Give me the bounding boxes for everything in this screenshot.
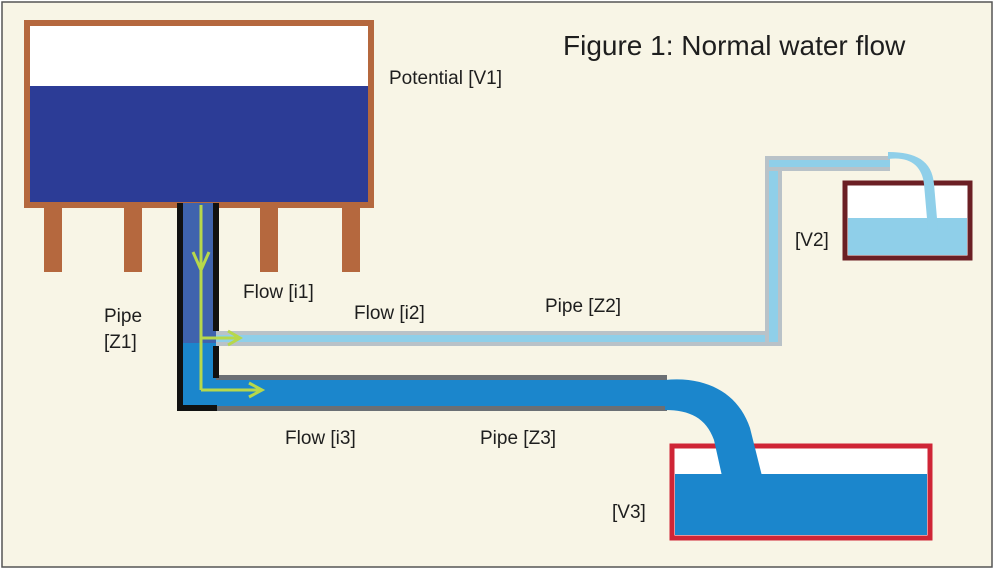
label-flow-i3: Flow [i3] — [285, 428, 356, 449]
pipe-z1-right-wall-lower — [213, 346, 219, 378]
figure-title: Figure 1: Normal water flow — [563, 30, 906, 61]
pipe-z2-riser-water — [769, 160, 778, 342]
label-pipe-z2: Pipe [Z2] — [545, 296, 621, 317]
label-potential-v1: Potential [V1] — [389, 68, 502, 89]
label-flow-i1: Flow [i1] — [243, 282, 314, 303]
flow-arrow-i2 — [201, 329, 243, 347]
label-pipe-z1-line1: Pipe — [104, 306, 142, 327]
tank-leg — [260, 205, 278, 272]
label-v2: [V2] — [795, 230, 829, 251]
label-pipe-z1-line2: [Z1] — [104, 332, 137, 353]
label-flow-i2: Flow [i2] — [354, 303, 425, 324]
pipe-z2-water — [212, 335, 772, 342]
tank-leg — [44, 205, 62, 272]
tank-v2-water — [848, 218, 967, 255]
main-tank-water — [30, 86, 368, 202]
pipe-z2-outflow — [888, 152, 938, 230]
pipe-z3-bottom-wall — [215, 406, 667, 411]
main-tank-air — [30, 26, 368, 86]
pipe-z3-outflow — [665, 379, 762, 476]
pipe-z3-top-wall — [215, 375, 667, 380]
tank-leg — [124, 205, 142, 272]
pipe-z2-top-water — [769, 160, 890, 167]
pipe-z1-right-wall-upper — [213, 203, 219, 331]
pipe-z1-bottom-wall — [177, 405, 217, 411]
tank-leg — [342, 205, 360, 272]
flow-arrow-i3 — [201, 381, 266, 399]
label-pipe-z3: Pipe [Z3] — [480, 428, 556, 449]
pipe-z3 — [215, 377, 667, 410]
tank-v3-water — [675, 474, 927, 535]
label-v3: [V3] — [612, 502, 646, 523]
pipe-z1-left-wall — [177, 203, 183, 410]
